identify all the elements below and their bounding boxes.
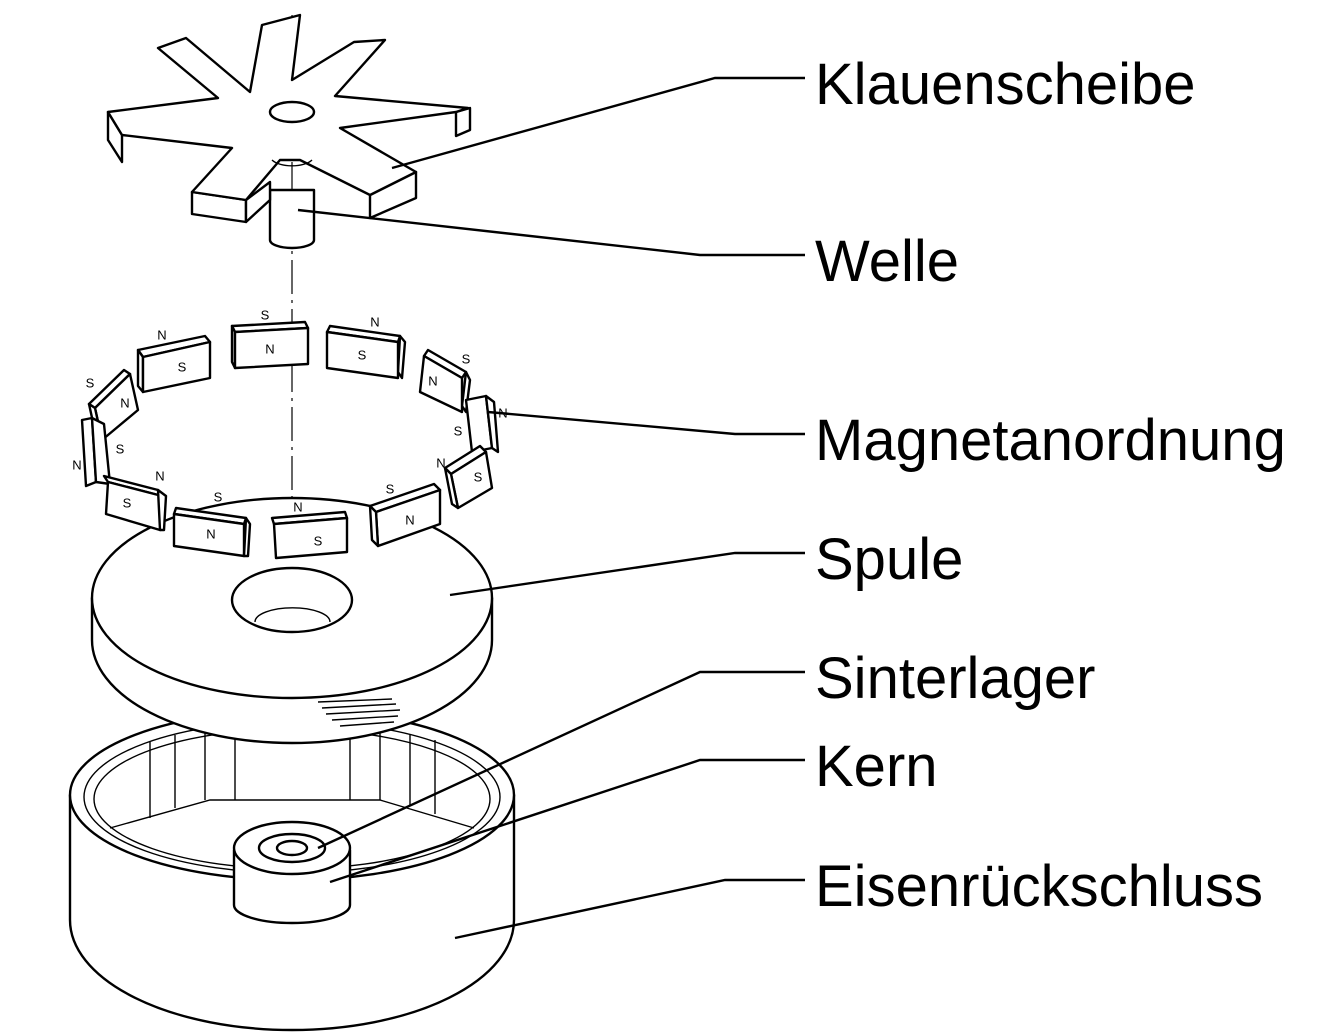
magnet-pole-label: S — [214, 489, 223, 504]
label-sinterlager: Sinterlager — [815, 646, 1095, 711]
magnet-pole-label: N — [405, 512, 414, 527]
magnet-block: N S — [102, 468, 168, 532]
magnet-block: S N — [172, 489, 252, 558]
magnet-pole-label: N — [157, 327, 166, 342]
magnet-pole-label: S — [178, 359, 187, 374]
label-kern: Kern — [815, 734, 938, 799]
kern-part — [232, 820, 352, 925]
label-eisenrueckschluss: Eisenrückschluss — [815, 854, 1263, 919]
label-magnetanordnung: Magnetanordnung — [815, 408, 1286, 473]
magnet-pole-label: N — [370, 314, 379, 329]
magnet-pole-label: S — [116, 441, 125, 456]
leader-lines — [297, 76, 805, 940]
magnet-pole-label: S — [462, 351, 471, 366]
magnetanordnung-part: S N N S N S S N S — [72, 307, 508, 560]
magnet-pole-label: S — [123, 495, 132, 510]
magnet-pole-label: N — [120, 395, 129, 410]
magnet-pole-label: S — [474, 469, 483, 484]
magnet-pole-label: S — [86, 375, 95, 390]
magnet-block: N S — [136, 327, 212, 394]
label-welle: Welle — [815, 229, 959, 294]
magnet-block: S N — [418, 348, 472, 414]
magnet-block: N S — [436, 444, 494, 510]
magnet-pole-label: S — [454, 423, 463, 438]
magnet-block: S N — [368, 481, 442, 548]
magnet-pole-label: N — [206, 526, 215, 541]
magnet-pole-label: S — [386, 481, 395, 496]
welle-part — [268, 188, 316, 250]
magnet-pole-label: N — [155, 468, 164, 483]
magnet-pole-label: S — [358, 347, 367, 362]
klauenscheibe-part — [106, 13, 472, 224]
magnet-pole-label: N — [72, 457, 81, 472]
magnet-block: N S — [270, 499, 349, 560]
magnet-pole-label: N — [265, 341, 274, 356]
magnet-pole-label: N — [428, 373, 437, 388]
magnet-pole-label: S — [261, 307, 270, 322]
magnet-pole-label: N — [436, 455, 445, 470]
magnet-block: N S — [325, 314, 407, 380]
label-klauenscheibe: Klauenscheibe — [815, 52, 1196, 117]
magnet-block: S N — [230, 307, 310, 370]
magnet-pole-label: S — [314, 533, 323, 548]
magnet-pole-label: N — [293, 499, 302, 514]
label-spule: Spule — [815, 527, 963, 592]
sinterlager-part — [257, 832, 327, 864]
